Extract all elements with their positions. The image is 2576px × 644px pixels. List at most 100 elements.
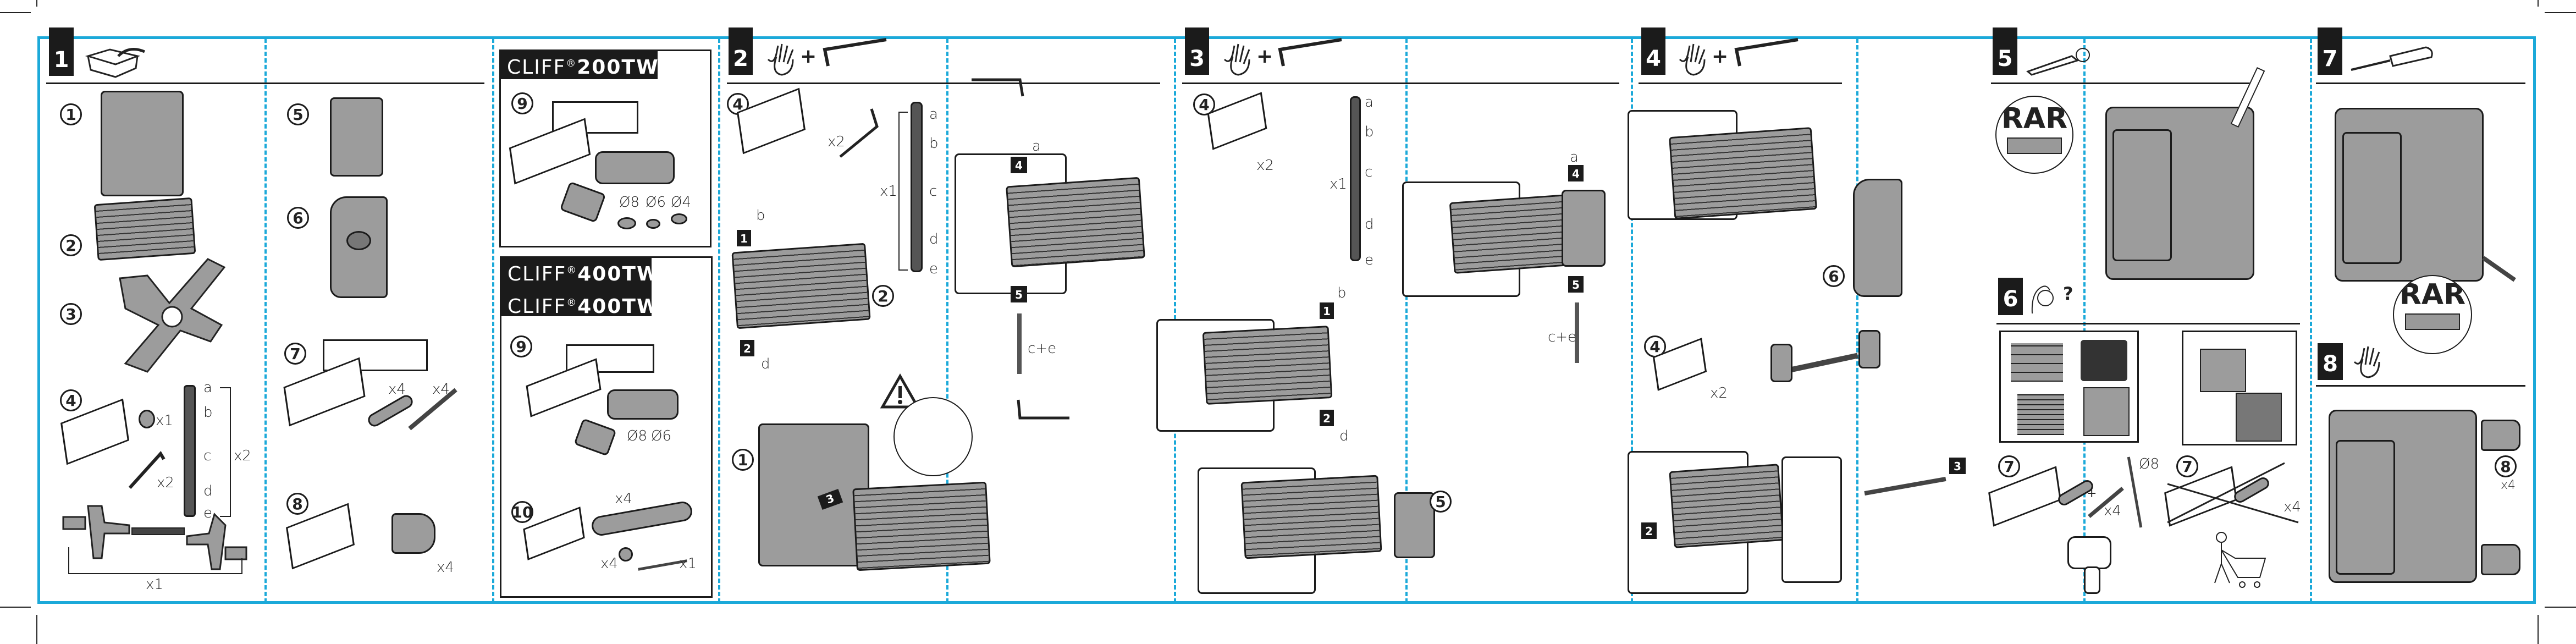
step-number: 5 bbox=[1993, 27, 2017, 75]
step-number: 6 bbox=[1998, 278, 2023, 315]
screw-head bbox=[617, 217, 636, 229]
page-frame bbox=[37, 36, 2536, 604]
quantity-label: x2 bbox=[828, 134, 845, 150]
letter-label: b bbox=[1337, 285, 1347, 301]
quantity-label: x4 bbox=[2283, 499, 2301, 515]
sub-step-arrow: 2 bbox=[1320, 410, 1334, 426]
tilt-screw-set bbox=[62, 505, 247, 574]
level-bubble bbox=[346, 231, 371, 250]
letter-label: d bbox=[203, 483, 213, 499]
crop-mark bbox=[2538, 615, 2539, 644]
brick-wall bbox=[2011, 343, 2063, 382]
fold-line bbox=[2310, 38, 2312, 603]
step-number: 4 bbox=[1641, 27, 1665, 75]
hex-key bbox=[972, 78, 1024, 97]
letter-label: c bbox=[203, 448, 212, 464]
end-cap bbox=[2481, 420, 2520, 451]
item-number: 10 bbox=[511, 501, 533, 523]
cover-part bbox=[1781, 456, 1842, 583]
crossed-out-icon bbox=[2167, 462, 2299, 524]
crop-mark bbox=[36, 0, 37, 7]
arm-bar bbox=[1669, 127, 1817, 219]
item-number: 7 bbox=[1998, 455, 2020, 477]
screw-rod bbox=[1575, 302, 1579, 363]
item-number: 9 bbox=[510, 335, 532, 357]
arm-bar bbox=[731, 243, 871, 329]
tilt-knob bbox=[1858, 330, 1880, 368]
end-cap bbox=[391, 513, 435, 554]
plus-sign: + bbox=[1712, 45, 1729, 68]
fold-line bbox=[492, 38, 494, 603]
hand-icon bbox=[1223, 43, 1250, 76]
arm-bar bbox=[852, 481, 991, 571]
item-number: 9 bbox=[511, 92, 533, 114]
diameter-label: Ø4 bbox=[671, 194, 692, 211]
tilt-knob bbox=[1770, 344, 1792, 382]
concrete-wall bbox=[2083, 387, 2130, 436]
other-wall-box bbox=[2182, 331, 2297, 445]
wood-wall bbox=[2236, 393, 2282, 442]
item-number: 7 bbox=[2176, 455, 2198, 477]
quantity-label: x1 bbox=[679, 555, 697, 572]
wall-plate bbox=[758, 423, 869, 566]
quantity-label: x4 bbox=[615, 491, 632, 507]
letter-label: c+e bbox=[1548, 329, 1577, 345]
hex-key-icon bbox=[128, 450, 166, 489]
step-number: 2 bbox=[729, 27, 753, 75]
item-number: 8 bbox=[286, 493, 308, 515]
diameter-label: Ø8 bbox=[619, 194, 640, 211]
cover-part bbox=[2112, 129, 2172, 261]
quantity-label: x4 bbox=[437, 559, 454, 576]
quantity-label: x1 bbox=[880, 183, 897, 200]
sub-step-arrow: 5 bbox=[1568, 276, 1584, 293]
item-number: 4 bbox=[60, 389, 82, 411]
letter-label: e bbox=[1365, 252, 1374, 268]
level-magnifier: RAR bbox=[2393, 275, 2472, 354]
sub-step-arrow: 2 bbox=[1641, 522, 1657, 539]
fold-line bbox=[264, 38, 267, 603]
letter-label: a bbox=[1032, 138, 1041, 155]
quantity-label: x1 bbox=[146, 576, 163, 593]
drill bbox=[2067, 536, 2111, 569]
wall-plate bbox=[101, 91, 184, 196]
letter-label: c bbox=[1365, 164, 1373, 180]
step-divider bbox=[1182, 82, 1619, 84]
item-number: 5 bbox=[1430, 491, 1452, 513]
crop-mark bbox=[0, 12, 31, 13]
washer-sheet bbox=[607, 389, 679, 420]
sub-step-arrow: 4 bbox=[1011, 157, 1027, 173]
arm-bar bbox=[1202, 326, 1333, 405]
item-number: 1 bbox=[732, 449, 754, 471]
step-number: 1 bbox=[49, 27, 74, 76]
item-number: 7 bbox=[284, 343, 306, 365]
diameter-label: Ø8 bbox=[627, 428, 648, 444]
hex-key-icon bbox=[823, 38, 887, 67]
letter-label: d bbox=[1339, 428, 1349, 444]
solid-wall-box bbox=[1999, 331, 2139, 443]
crop-mark bbox=[2545, 607, 2576, 608]
step-divider bbox=[1996, 323, 2300, 324]
step-divider bbox=[1991, 82, 2254, 84]
cover-part bbox=[2336, 440, 2395, 575]
hand-icon bbox=[767, 43, 794, 76]
arm-bar bbox=[1240, 475, 1382, 559]
letter-label: b bbox=[203, 404, 213, 421]
fold-line bbox=[1405, 38, 1408, 603]
diameter-label: Ø6 bbox=[651, 428, 672, 444]
step-divider bbox=[2316, 82, 2525, 84]
sub-step-arrow: 3 bbox=[1949, 458, 1966, 474]
screw bbox=[619, 547, 633, 562]
letter-label: b bbox=[929, 135, 939, 152]
bracket bbox=[220, 387, 231, 517]
quantity-label: x4 bbox=[600, 555, 618, 572]
hex-key bbox=[839, 108, 879, 158]
item-number: 5 bbox=[287, 103, 309, 125]
letter-label: b bbox=[1365, 124, 1374, 140]
level-magnifier: RAR bbox=[1995, 96, 2073, 174]
screw-head bbox=[671, 213, 687, 224]
quantity-label: x2 bbox=[1256, 157, 1274, 174]
crop-mark bbox=[2538, 0, 2539, 7]
quantity-label: x1 bbox=[1330, 176, 1347, 192]
hand-icon bbox=[1679, 43, 1706, 76]
cover-part bbox=[2342, 132, 2402, 264]
